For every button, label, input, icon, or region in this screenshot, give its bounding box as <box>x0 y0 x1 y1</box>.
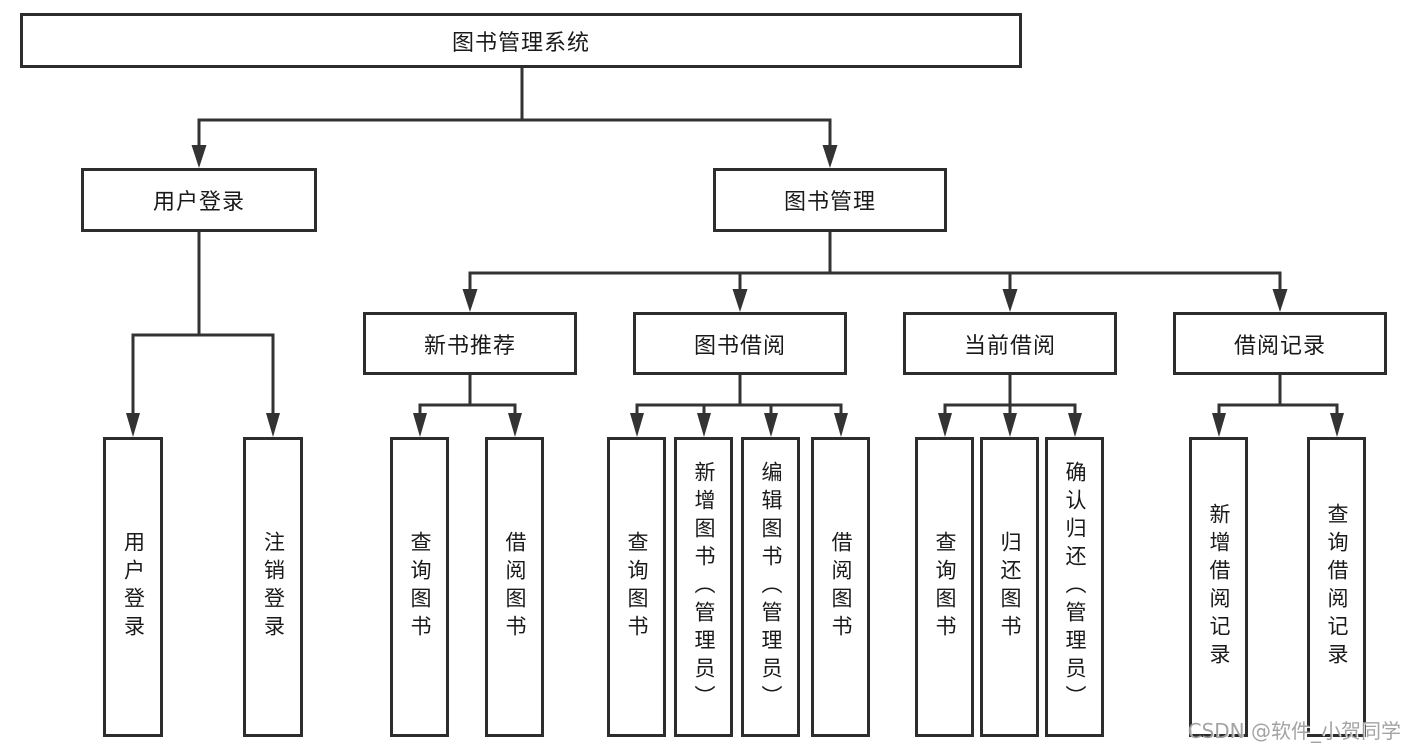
node-current-borrow-label: 当前借阅 <box>963 333 1056 359</box>
leaf-current-return-label: 归还图书 <box>998 531 1022 643</box>
leaf-borrow-edit-admin-label: 编辑图书（管理员） <box>759 461 783 713</box>
leaf-user-login-label: 用户登录 <box>121 531 146 643</box>
leaf-borrow-query-label: 查询图书 <box>625 531 649 643</box>
leaf-borrow-edit-admin: 编辑图书（管理员） <box>741 437 800 737</box>
leaf-records-query-label: 查询借阅记录 <box>1325 503 1349 671</box>
leaf-current-query-label: 查询图书 <box>933 531 957 643</box>
node-current-borrow: 当前借阅 <box>903 312 1117 375</box>
leaf-borrow-add-admin-label: 新增图书（管理员） <box>692 461 716 713</box>
leaf-records-add: 新增借阅记录 <box>1189 437 1248 737</box>
leaf-current-return: 归还图书 <box>980 437 1039 737</box>
node-book-borrow: 图书借阅 <box>633 312 847 375</box>
leaf-current-confirm-admin: 确认归还（管理员） <box>1045 437 1104 737</box>
leaf-user-login: 用户登录 <box>103 437 163 737</box>
leaf-borrow-borrow-label: 借阅图书 <box>829 531 853 643</box>
leaf-logout-label: 注销登录 <box>261 531 286 643</box>
leaf-records-add-label: 新增借阅记录 <box>1207 503 1231 671</box>
node-root-label: 图书管理系统 <box>451 30 590 56</box>
node-root-system: 图书管理系统 <box>20 13 1022 68</box>
leaf-logout: 注销登录 <box>243 437 303 737</box>
node-new-books-label: 新书推荐 <box>423 333 516 359</box>
csdn-watermark: CSDN @软件_小贺同学 <box>1187 719 1401 743</box>
leaf-current-query: 查询图书 <box>915 437 974 737</box>
node-user-login: 用户登录 <box>81 168 317 232</box>
node-book-management-label: 图书管理 <box>783 190 876 215</box>
leaf-borrow-query: 查询图书 <box>607 437 666 737</box>
leaf-newbooks-borrow: 借阅图书 <box>485 437 544 737</box>
leaf-newbooks-query: 查询图书 <box>390 437 449 737</box>
node-borrow-records-label: 借阅记录 <box>1233 333 1326 359</box>
leaf-current-confirm-admin-label: 确认归还（管理员） <box>1063 461 1087 713</box>
node-borrow-records: 借阅记录 <box>1173 312 1387 375</box>
leaf-records-query: 查询借阅记录 <box>1307 437 1366 737</box>
node-book-borrow-label: 图书借阅 <box>693 333 786 359</box>
node-user-login-label: 用户登录 <box>152 190 245 215</box>
leaf-newbooks-query-label: 查询图书 <box>408 531 432 643</box>
leaf-newbooks-borrow-label: 借阅图书 <box>503 531 527 643</box>
leaf-borrow-borrow: 借阅图书 <box>811 437 870 737</box>
node-new-books: 新书推荐 <box>363 312 577 375</box>
node-book-management: 图书管理 <box>713 168 947 232</box>
leaf-borrow-add-admin: 新增图书（管理员） <box>674 437 733 737</box>
